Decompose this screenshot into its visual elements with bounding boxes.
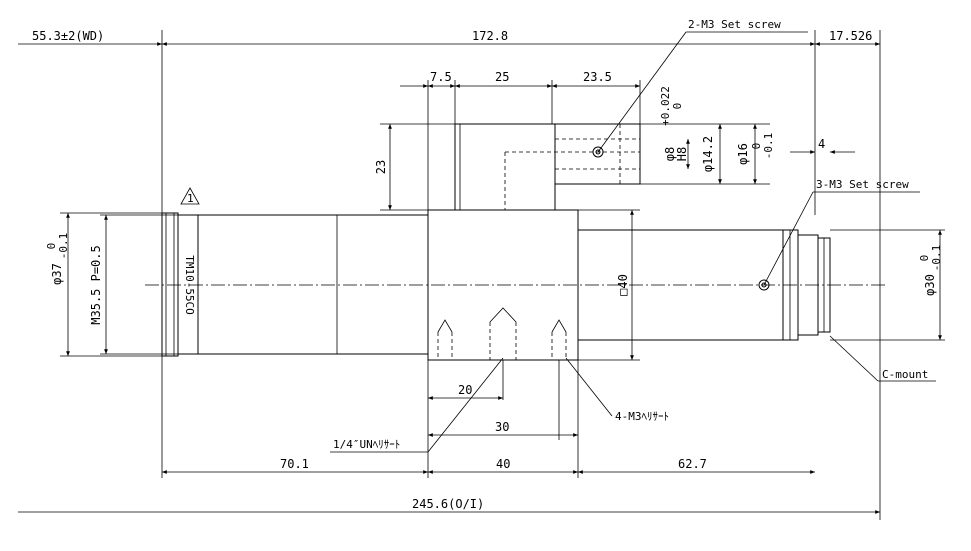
dim-seg-62: 62.7 (678, 457, 707, 471)
leader-lines (330, 31, 936, 453)
dim-box-width: 25 (495, 70, 509, 84)
revision-mark: 1 (187, 192, 194, 205)
dim-phi16: φ16 (736, 143, 750, 165)
label-helisert-unc: 1/4″UNﾍﾘｻｰﾄ (333, 438, 400, 451)
lens-body (145, 123, 885, 361)
tol-37-upper: 0 (45, 243, 58, 250)
revision-triangle (180, 187, 200, 205)
model-label: TM10-55CO (183, 255, 196, 315)
dim-20: 20 (458, 383, 472, 397)
extension-lines (60, 30, 945, 520)
dim-total-length: 172.8 (472, 29, 508, 43)
tol-30-lower: -0.1 (930, 245, 943, 272)
dim-wd: 55.3±2(WD) (32, 29, 104, 43)
dimension-lines (18, 42, 942, 514)
label-set-screw-2: 2-M3 Set screw (688, 18, 781, 31)
dim-phi30: φ30 (923, 274, 937, 296)
tol-h8-lower: 0 (671, 103, 684, 110)
tol-16-lower: -0.1 (762, 133, 775, 160)
label-c-mount: C-mount (882, 368, 928, 381)
dim-rear-step: 4 (818, 137, 825, 151)
label-helisert-m3: 4-M3ﾍﾘｻｰﾄ (615, 410, 669, 423)
tol-h8-upper: +0.022 (659, 86, 672, 126)
dim-box-offset: 7.5 (430, 70, 452, 84)
dim-seg-40: 40 (496, 457, 510, 471)
dim-sq40: □40 (616, 274, 630, 296)
dim-thread-m35: M35.5 P=0.5 (89, 245, 103, 324)
dim-height-23: 23 (374, 160, 388, 174)
dim-seg-70: 70.1 (280, 457, 309, 471)
dim-phi14: φ14.2 (701, 136, 715, 172)
tol-30-upper: 0 (918, 255, 931, 262)
tol-37-lower: -0.1 (57, 233, 70, 260)
dim-overall: 245.6(O/I) (412, 497, 484, 511)
dim-rear-length: 17.526 (829, 29, 872, 43)
dim-phi37: φ37 (50, 263, 64, 285)
label-set-screw-3: 3-M3 Set screw (816, 178, 909, 191)
dim-tube-length: 23.5 (583, 70, 612, 84)
dim-phi8: φ8 (663, 147, 677, 161)
dim-30: 30 (495, 420, 509, 434)
tol-16-upper: 0 (750, 143, 763, 150)
dim-h8: H8 (675, 147, 689, 161)
